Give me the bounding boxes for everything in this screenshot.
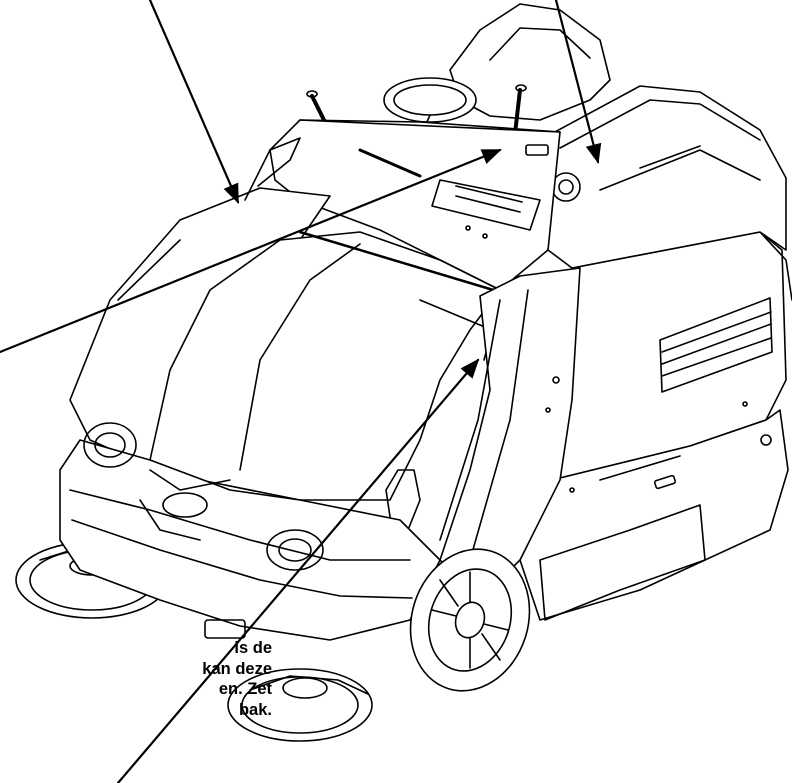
callout-line-4: bak. (238, 700, 272, 719)
right-headlight (266, 529, 324, 571)
arrow-left-to-panel (0, 148, 502, 354)
machine-side-panel (519, 231, 792, 621)
right-side-brush (227, 668, 373, 742)
side-vent (659, 297, 773, 393)
engine-hood (539, 85, 787, 269)
callout-line-1: ls de (234, 639, 272, 657)
arrow-top-left (148, 0, 240, 204)
frame-post (385, 267, 581, 601)
callout-line-3: en. Zet (218, 680, 272, 698)
callout-instruction-text: ls de kan deze en. Zet bak. (0, 638, 272, 720)
arrow-top-right (554, 0, 602, 164)
callout-arrows (0, 0, 602, 783)
callout-line-2: kan deze (202, 659, 272, 678)
left-headlight (83, 422, 137, 468)
brand-logo-oval (162, 492, 208, 518)
rear-wheel (409, 548, 531, 692)
right-top-cover (149, 230, 502, 501)
arrow-bottom-to-frame (116, 358, 480, 783)
operator-seat (449, 3, 611, 121)
